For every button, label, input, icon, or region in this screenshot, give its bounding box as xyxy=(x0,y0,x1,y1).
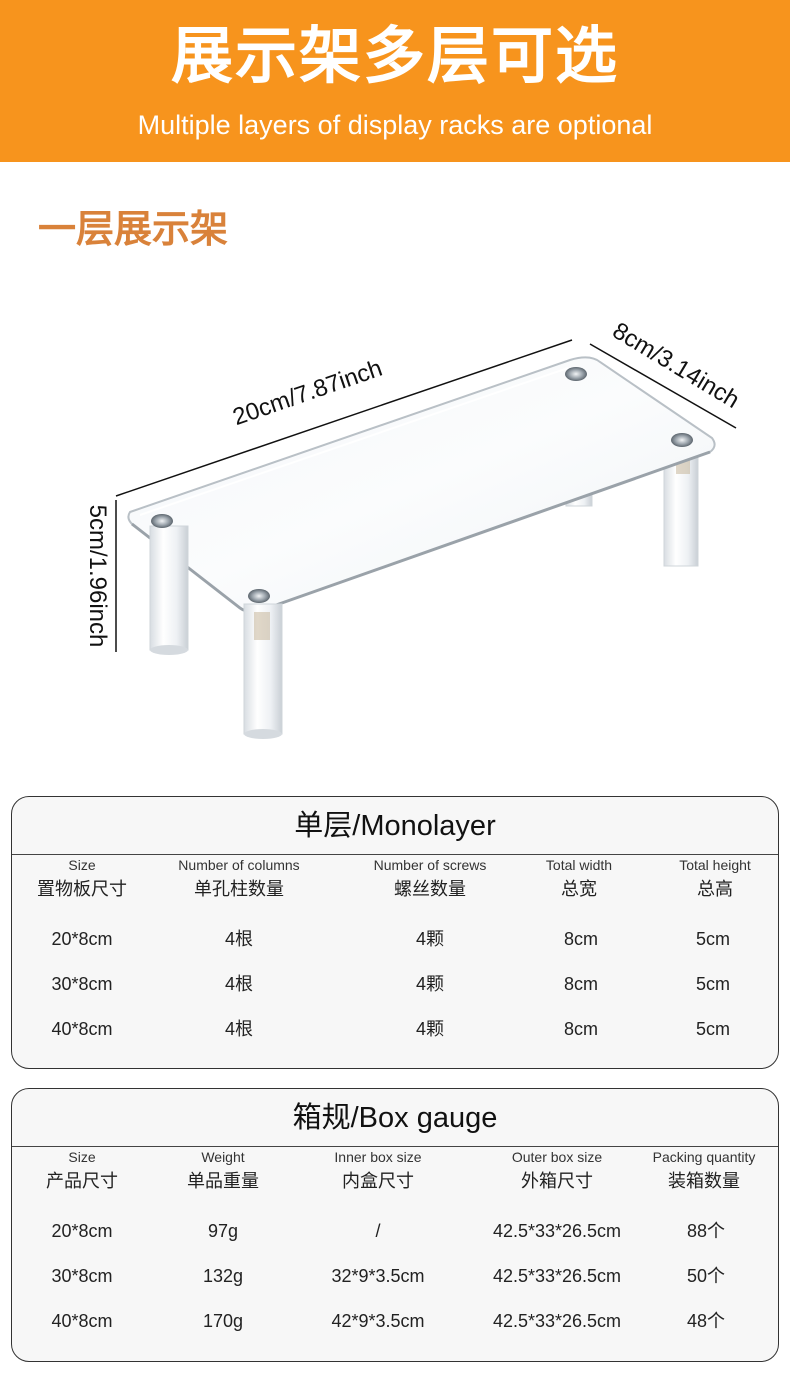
header-zh: 外箱尺寸 xyxy=(520,1171,593,1191)
header-zh: 螺丝数量 xyxy=(394,879,466,899)
table-cell: 8cm xyxy=(563,929,599,949)
front-left-leg xyxy=(149,525,189,655)
table-cell: 42.5*33*26.5cm xyxy=(492,1311,622,1331)
table-title: 箱规/Box gauge xyxy=(12,1089,778,1147)
header-en: Outer box size xyxy=(511,1149,603,1165)
table-title: 单层/Monolayer xyxy=(12,797,778,855)
top-banner: 展示架多层可选 Multiple layers of display racks… xyxy=(0,0,790,162)
height-label: 5cm/1.96inch xyxy=(84,505,111,648)
table-cell: 5cm xyxy=(695,1019,731,1039)
header-en: Number of columns xyxy=(178,857,300,873)
table-cell: 40*8cm xyxy=(51,1311,113,1331)
header-zh: 单孔柱数量 xyxy=(193,879,284,899)
table-cell: 8cm xyxy=(563,1019,599,1039)
banner-subtitle: Multiple layers of display racks are opt… xyxy=(137,110,653,140)
header-zh: 内盒尺寸 xyxy=(341,1171,414,1191)
table-cell: 8cm xyxy=(563,974,599,994)
header-en: Size xyxy=(68,857,96,873)
table-cell: 4颗 xyxy=(415,974,445,994)
front-right-leg xyxy=(243,603,283,739)
table-row: 30*8cm 4根 4颗 8cm 5cm xyxy=(12,962,778,1007)
table-cell: 4颗 xyxy=(415,1019,445,1039)
table-cell: 32*9*3.5cm xyxy=(331,1266,425,1286)
table-cell: 4颗 xyxy=(415,929,445,949)
table-row: 20*8cm 4根 4颗 8cm 5cm xyxy=(12,917,778,962)
header-zh: 总宽 xyxy=(561,879,597,899)
table-cell: 88个 xyxy=(686,1221,726,1241)
table-cell: 20*8cm xyxy=(51,1221,113,1241)
table-cell: 5cm xyxy=(695,929,731,949)
table-cell: 170g xyxy=(202,1311,244,1331)
header-en: Packing quantity xyxy=(652,1149,756,1165)
table-cell: 48个 xyxy=(686,1311,726,1331)
monolayer-table: 单层/Monolayer Size 置物板尺寸 Number of column… xyxy=(11,796,779,1069)
acrylic-riser-illustration: 20cm/7.87inch 8cm/3.14inch 5cm/1.96inch xyxy=(84,317,744,739)
table-cell: 4根 xyxy=(224,1019,254,1039)
acrylic-shelf-top xyxy=(127,356,716,614)
width-label: 20cm/7.87inch xyxy=(229,355,385,431)
header-en: Inner box size xyxy=(334,1149,422,1165)
table-row: 20*8cm 97g / 42.5*33*26.5cm 88个 xyxy=(12,1209,778,1254)
table-row: 40*8cm 4根 4颗 8cm 5cm xyxy=(12,1007,778,1052)
header-zh: 置物板尺寸 xyxy=(37,879,127,899)
table-cell: 132g xyxy=(202,1266,244,1286)
header-zh: 单品重量 xyxy=(187,1171,259,1191)
table-cell: 97g xyxy=(207,1221,239,1241)
header-en: Weight xyxy=(201,1149,245,1165)
table-cell: 50个 xyxy=(686,1266,726,1286)
table-header-row: Size 产品尺寸 Weight 单品重量 Inner box size 内盒尺… xyxy=(12,1147,778,1209)
table-cell: 30*8cm xyxy=(51,1266,113,1286)
table-cell: 4根 xyxy=(224,974,254,994)
table-cell: 20*8cm xyxy=(51,929,113,949)
banner-title: 展示架多层可选 xyxy=(170,19,619,92)
table-cell: 40*8cm xyxy=(51,1019,113,1039)
header-en: Total height xyxy=(679,857,751,873)
header-zh: 总高 xyxy=(696,879,733,899)
table-cell: / xyxy=(375,1221,381,1241)
table-cell: 42.5*33*26.5cm xyxy=(492,1221,622,1241)
section-title: 一层展示架 xyxy=(38,207,229,251)
header-zh: 装箱数量 xyxy=(667,1171,740,1191)
depth-dimension-line xyxy=(589,343,737,429)
table-header-row: Size 置物板尺寸 Number of columns 单孔柱数量 Numbe… xyxy=(12,855,778,917)
table-cell: 42*9*3.5cm xyxy=(331,1311,425,1331)
table-cell: 5cm xyxy=(695,974,731,994)
header-en: Total width xyxy=(545,857,613,873)
header-zh: 产品尺寸 xyxy=(46,1171,118,1191)
table-row: 30*8cm 132g 32*9*3.5cm 42.5*33*26.5cm 50… xyxy=(12,1254,778,1299)
table-cell: 4根 xyxy=(224,929,254,949)
table-cell: 30*8cm xyxy=(51,974,113,994)
table-row: 40*8cm 170g 42*9*3.5cm 42.5*33*26.5cm 48… xyxy=(12,1299,778,1344)
screw-icon xyxy=(151,367,693,603)
header-en: Size xyxy=(68,1149,96,1165)
box-gauge-table: 箱规/Box gauge Size 产品尺寸 Weight 单品重量 Inner… xyxy=(11,1088,779,1362)
header-en: Number of screws xyxy=(373,857,487,873)
table-cell: 42.5*33*26.5cm xyxy=(492,1266,622,1286)
width-dimension-line xyxy=(115,339,573,497)
